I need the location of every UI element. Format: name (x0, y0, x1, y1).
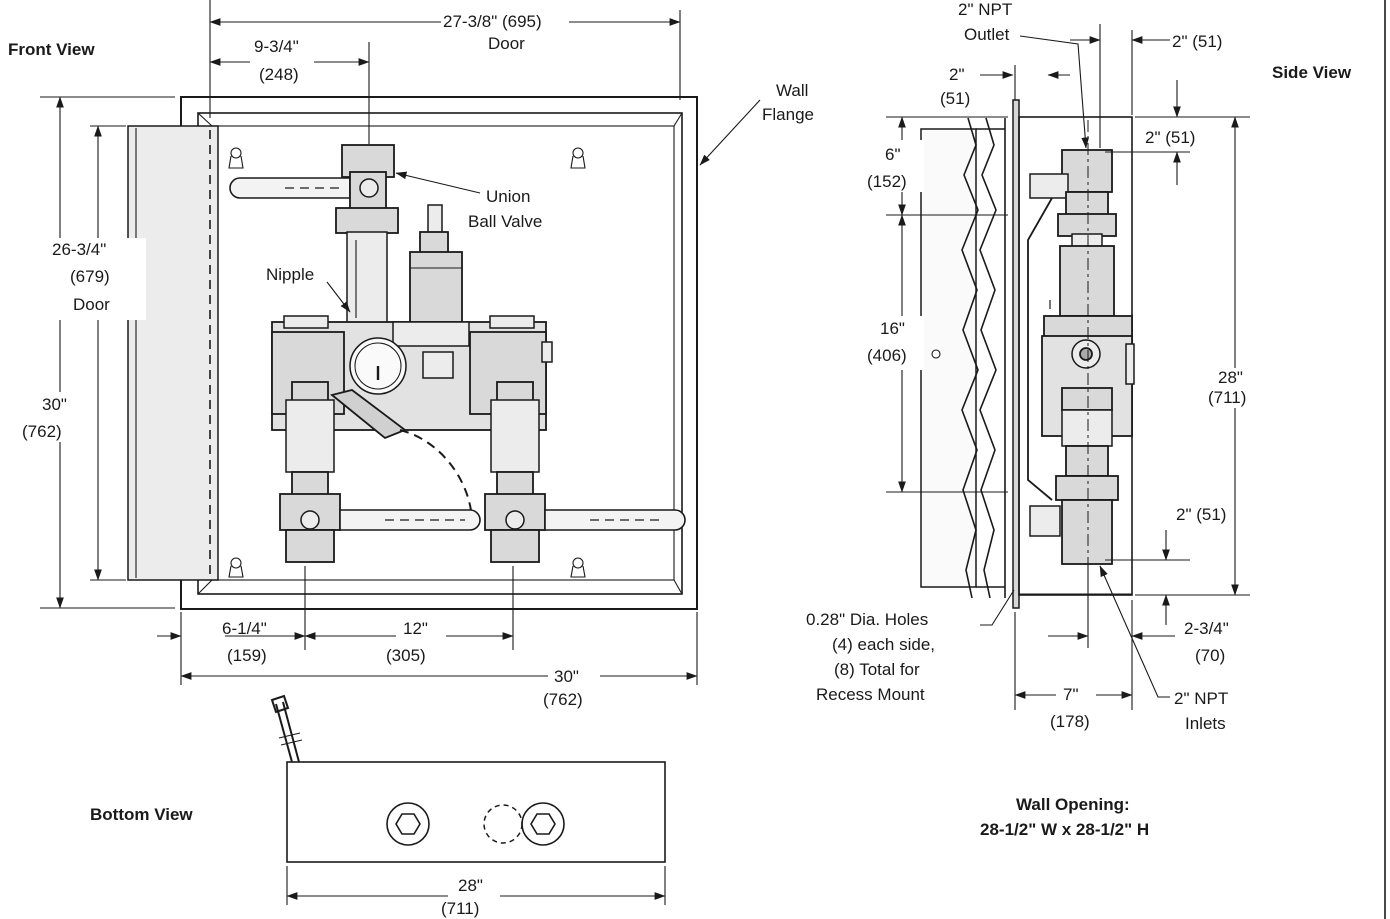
keyhole-slot-icon (228, 147, 586, 578)
overall-height-label: 30" (42, 395, 67, 414)
cold-inlet-fitting (285, 399, 335, 473)
front-view-title: Front View (8, 40, 95, 59)
inlets-label-2: Inlets (1185, 714, 1226, 733)
wall-opening-title: Wall Opening: (1016, 795, 1130, 814)
holes-label-1: 0.28" Dia. Holes (806, 610, 928, 629)
bottom-view (270, 694, 666, 905)
open-door (127, 125, 219, 581)
side-inlet-offset-label: 2-3/4" (1184, 619, 1229, 638)
flange-depth-label: 2" (949, 65, 965, 84)
hot-inlet-fitting (490, 399, 540, 473)
wall-flange-label-2: Flange (762, 105, 814, 124)
outlet-offset-label: 9-3/4" (254, 37, 299, 56)
overall-width-label: 30" (554, 667, 579, 686)
side-flange (1012, 99, 1020, 609)
inlet-spacing-label: 12" (403, 619, 428, 638)
bottom-box (286, 761, 666, 863)
top-to-outlet-label: 2" (51) (1145, 128, 1195, 147)
hex-fitting-icon (386, 802, 430, 846)
side-view (886, 24, 1250, 710)
side-door (920, 128, 977, 588)
outlet-to-back-label: 2" (51) (1172, 32, 1222, 51)
outlet-label-1: 2" NPT (958, 0, 1012, 19)
wall-opening-size: 28-1/2" W x 28-1/2" H (980, 820, 1149, 839)
side-depth-label: 7" (1063, 685, 1079, 704)
nipple-leader (326, 281, 351, 313)
wall-flange-label-1: Wall (776, 81, 808, 100)
handle-swing-arc (399, 429, 473, 521)
door-height-label: 26-3/4" (52, 240, 106, 259)
bottom-width-label: 28" (458, 876, 483, 895)
inlet-offset-mm: (159) (227, 646, 267, 665)
holes-label-3: (8) Total for (834, 660, 920, 679)
front-view (40, 0, 761, 685)
bottom-view-title: Bottom View (90, 805, 193, 824)
holes-label-2: (4) each side, (832, 635, 935, 654)
side-thermostatic-element (1059, 245, 1115, 317)
side-height-label: 28" (1218, 368, 1243, 387)
side-view-title: Side View (1272, 63, 1352, 82)
holes-leader (980, 589, 1015, 626)
union-label: Union (486, 187, 530, 206)
wall-flange-leader (699, 99, 761, 166)
inlet-to-bottom-label: 2" (51) (1176, 505, 1226, 524)
door-height-sub: Door (73, 295, 110, 314)
side-height-mm: (711) (1208, 388, 1246, 407)
side-depth-mm: (178) (1050, 712, 1090, 731)
outlet-label-2: Outlet (964, 25, 1010, 44)
overall-height-mm: (762) (22, 422, 62, 441)
inlet-offset-label: 6-1/4" (222, 619, 267, 638)
union-valve-leader (395, 171, 481, 194)
door-width-sub: Door (488, 34, 525, 53)
overall-width-mm: (762) (543, 690, 583, 709)
outlet-leader (1019, 35, 1090, 149)
nipple-label: Nipple (266, 265, 314, 284)
cold-valve-handle (339, 509, 481, 531)
outlet-offset-mm: (248) (259, 65, 299, 84)
hex-fitting-icon (521, 802, 565, 846)
hole-spacing-label: 16" (880, 319, 905, 338)
bottom-width-mm: (711) (441, 899, 479, 918)
temperature-gauge-icon (349, 337, 407, 395)
outlet-nipple (346, 231, 388, 325)
thermostatic-element (409, 251, 463, 325)
inlets-leader (1099, 565, 1170, 698)
hole-spacing-mm: (406) (867, 346, 907, 365)
door-height-mm: (679) (70, 267, 110, 286)
side-inlet-offset-mm: (70) (1195, 646, 1225, 665)
dashed-fitting-icon (483, 804, 523, 844)
flange-depth-mm: (51) (940, 89, 970, 108)
top-offset-label: 6" (885, 145, 901, 164)
top-offset-mm: (152) (867, 172, 907, 191)
inlet-spacing-mm: (305) (386, 646, 426, 665)
inlets-label-1: 2" NPT (1174, 689, 1228, 708)
door-width-label: 27-3/8" (695) (443, 12, 542, 31)
hot-valve-handle (544, 509, 686, 531)
holes-label-4: Recess Mount (816, 685, 925, 704)
ball-valve-label: Ball Valve (468, 212, 542, 231)
